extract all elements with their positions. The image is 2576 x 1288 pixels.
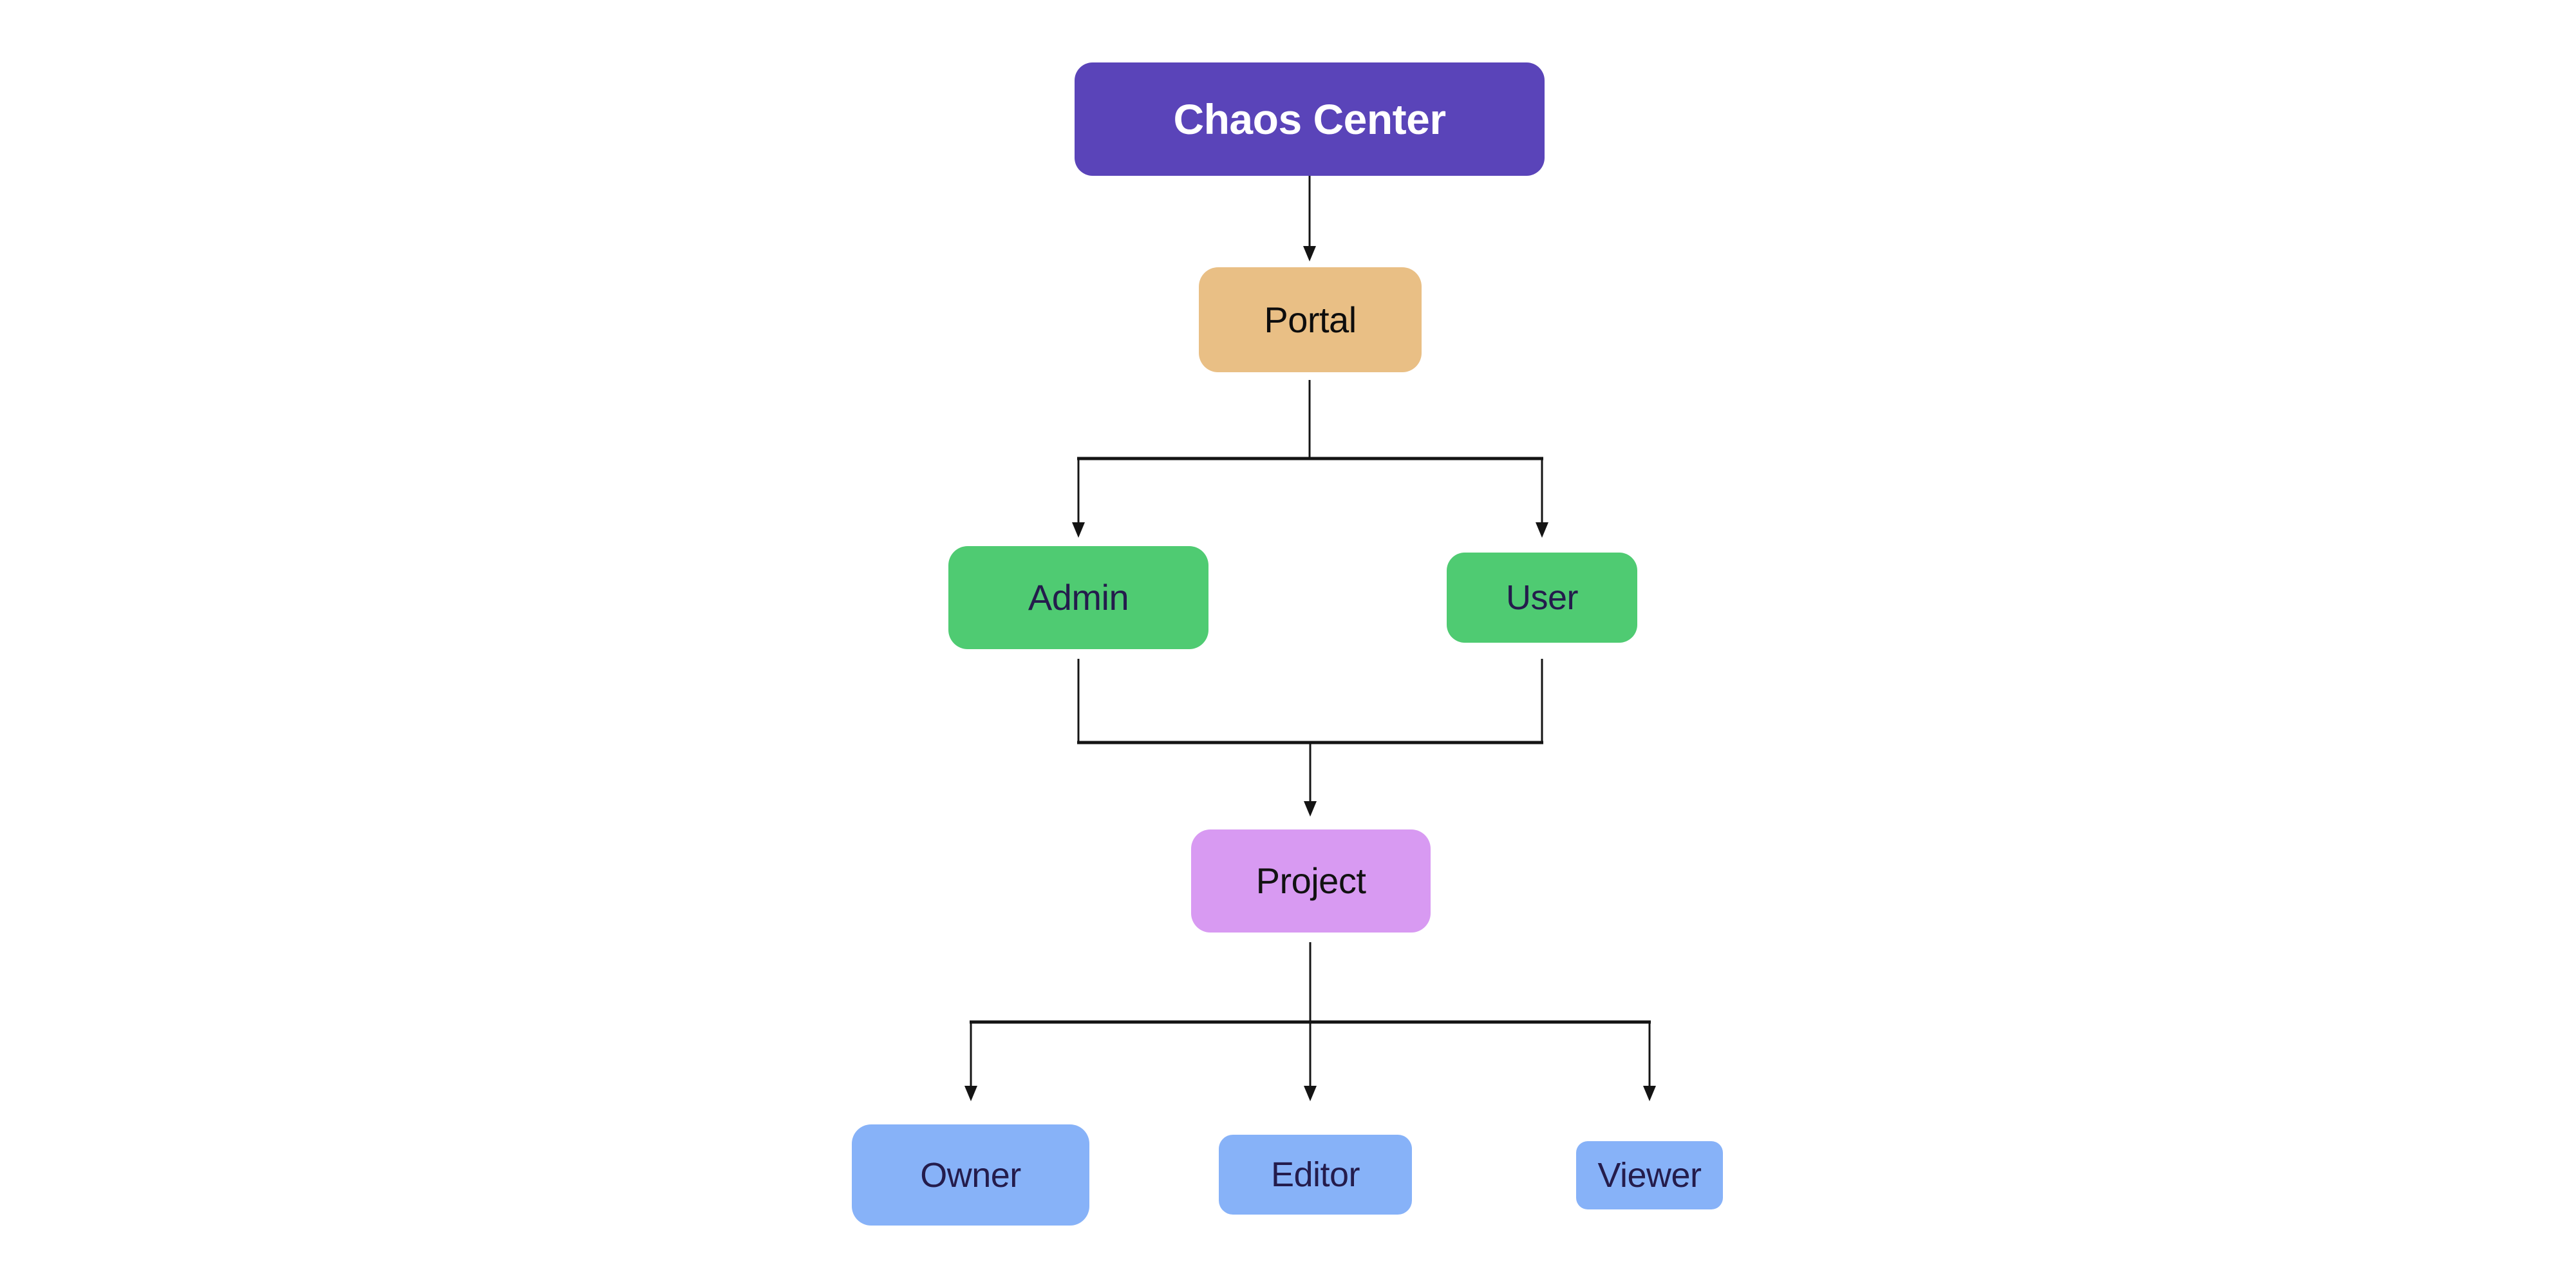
node-portal-label: Portal [1264,299,1357,340]
node-viewer: Viewer [1576,1141,1723,1209]
node-viewer-label: Viewer [1597,1156,1702,1195]
edge-project-viewer-arrowhead-icon [1643,1086,1656,1101]
node-editor: Editor [1219,1135,1412,1215]
node-owner-label: Owner [920,1155,1021,1195]
node-admin-label: Admin [1028,577,1129,618]
edge-project-editor-arrowhead-icon [1304,1086,1317,1101]
node-project-label: Project [1255,860,1366,901]
node-chaos-center-label: Chaos Center [1173,95,1446,143]
node-user: User [1447,553,1637,643]
node-chaos-center: Chaos Center [1075,62,1545,176]
node-owner: Owner [852,1124,1089,1226]
edge-project-owner-arrowhead-icon [964,1086,977,1101]
edge-portal-admin-arrowhead-icon [1072,522,1085,538]
edge-chaos-center-portal-arrowhead-icon [1303,246,1316,261]
node-admin: Admin [948,546,1208,649]
node-portal: Portal [1199,267,1422,372]
node-user-label: User [1505,578,1579,617]
node-project: Project [1191,829,1431,933]
edge-merge-project-arrowhead-icon [1304,801,1317,817]
edge-portal-user-arrowhead-icon [1536,522,1548,538]
node-editor-label: Editor [1270,1155,1360,1194]
